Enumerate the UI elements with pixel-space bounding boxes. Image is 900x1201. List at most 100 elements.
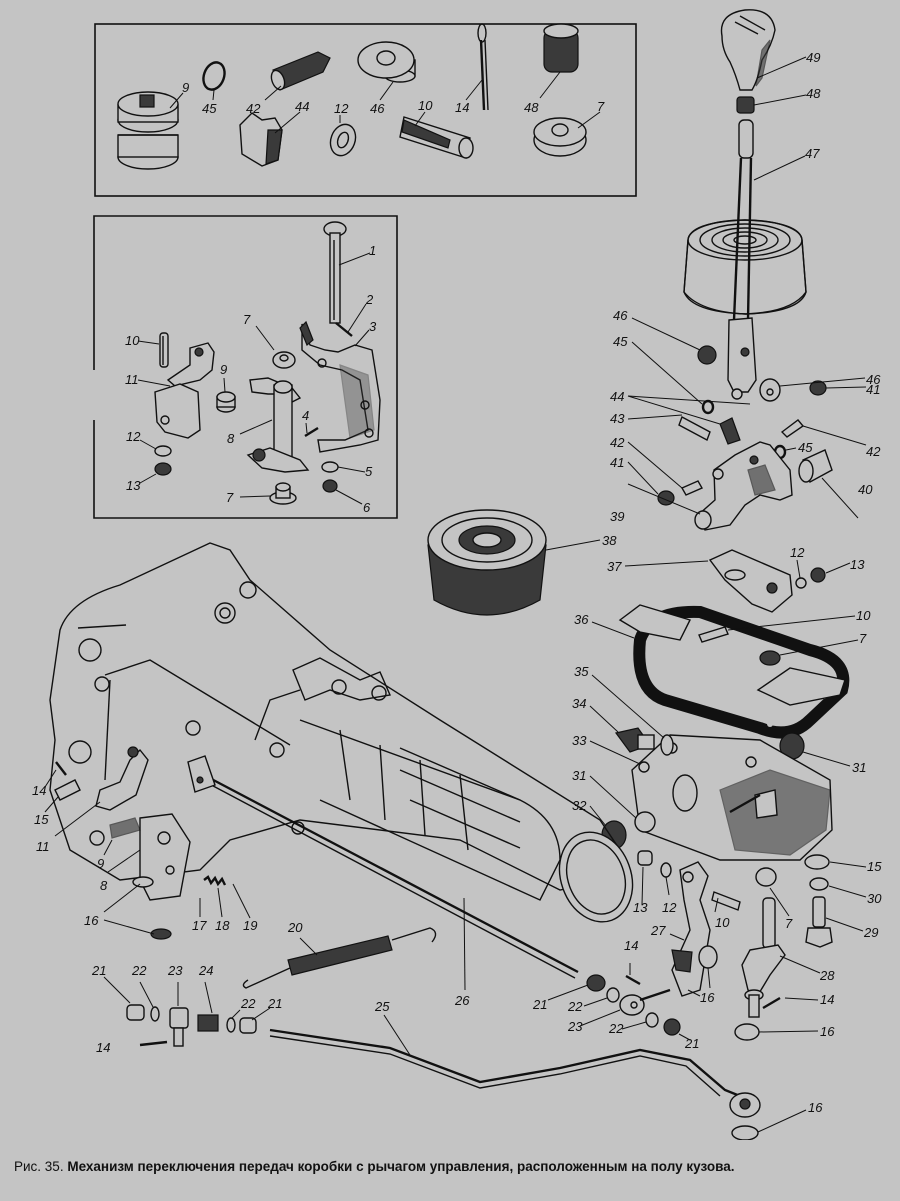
part-21-nut-rl-right — [663, 1018, 681, 1036]
part-46-flanged-bushing — [357, 41, 416, 83]
part-16-washer-right — [734, 1023, 760, 1041]
figure-caption: Рис. 35. Механизм переключения передач к… — [14, 1158, 894, 1176]
part-44-block-lever — [719, 417, 741, 445]
callout-44: 44 — [295, 99, 309, 114]
callout-15: 15 — [34, 812, 49, 827]
part-28-lever — [741, 897, 786, 1018]
inset-bracket-panel: 1 2 3 7 10 11 9 4 8 12 5 13 7 6 — [93, 215, 398, 519]
callout-42-lower: 42 — [610, 435, 625, 450]
callout-16-left: 16 — [84, 913, 99, 928]
part-7-flanged-nut — [533, 117, 587, 157]
callout-34: 34 — [572, 696, 586, 711]
part-14-cotter-far-right — [762, 996, 781, 1010]
callout-20: 20 — [287, 920, 303, 935]
part-38-rubber-seal: 38 — [427, 509, 617, 616]
callout-14-bottom: 14 — [96, 1040, 110, 1055]
part-43-pin — [678, 416, 711, 441]
part-16-washer-bottom — [731, 1125, 759, 1140]
callout-10-cover: 10 — [856, 608, 871, 623]
callout-44-lever: 44 — [610, 389, 624, 404]
callout-10-rl: 10 — [715, 915, 730, 930]
part-26-rod — [199, 771, 579, 974]
exploded-view-diagram: 9 45 42 44 12 46 10 14 48 7 — [32, 9, 882, 1140]
part-7-cover-nut — [759, 650, 781, 666]
callout-11-inset: 11 — [125, 372, 139, 387]
callout-21-rl-left: 21 — [532, 997, 547, 1012]
callout-7-rl: 7 — [785, 916, 793, 931]
callout-27: 27 — [650, 923, 666, 938]
callout-7: 7 — [597, 99, 605, 114]
callout-39: 39 — [610, 509, 624, 524]
part-42-pin-top — [780, 419, 805, 438]
callout-48-lever: 48 — [806, 86, 821, 101]
callout-29: 29 — [863, 925, 878, 940]
part-9-small-bushing — [216, 391, 236, 413]
callout-47: 47 — [805, 146, 820, 161]
part-16-washer-mid — [698, 945, 718, 969]
callout-40: 40 — [858, 482, 873, 497]
part-24-clip — [197, 1014, 219, 1032]
part-35-washer — [660, 734, 674, 756]
part-20-spring — [242, 927, 437, 989]
callout-7-top: 7 — [243, 312, 251, 327]
part-31-plug-left — [634, 811, 656, 833]
callout-12-cover: 12 — [790, 545, 805, 560]
callout-36: 36 — [574, 612, 589, 627]
part-8-lever — [246, 377, 310, 473]
callout-4: 4 — [302, 408, 309, 423]
callout-14-far-right: 14 — [820, 992, 834, 1007]
part-29-bolt — [805, 896, 833, 948]
part-18-spring — [203, 875, 227, 887]
part-22-washer-right — [226, 1017, 236, 1033]
callout-46: 46 — [370, 101, 385, 116]
inset-parts-panel: 9 45 42 44 12 46 10 14 48 7 — [94, 23, 637, 197]
callout-43: 43 — [610, 411, 625, 426]
gearbox-housing — [49, 542, 634, 979]
part-10-pin — [399, 116, 474, 159]
callout-11-main: 11 — [36, 839, 50, 854]
callout-33: 33 — [572, 733, 587, 748]
part-42-threaded-pin — [270, 51, 331, 91]
callout-12-rl: 12 — [662, 900, 677, 915]
part-22-washer-left — [150, 1006, 160, 1022]
inset-parts-frame — [94, 23, 637, 197]
lever-boot — [683, 219, 807, 315]
figure-label: Рис. 35. — [14, 1159, 64, 1174]
inset-bracket-frame — [93, 215, 398, 519]
part-10-small-pin — [159, 332, 169, 368]
cover-assembly: 37 12 13 36 10 7 35 34 33 31 31 32 — [572, 545, 871, 861]
callout-28: 28 — [819, 968, 835, 983]
callout-8-main: 8 — [100, 878, 108, 893]
part-45-ring — [202, 61, 226, 91]
part-7-washer-top — [272, 351, 296, 369]
part-49-knob — [720, 9, 776, 91]
part-21-nut-rl-left — [586, 974, 606, 992]
part-40-bushing — [798, 449, 833, 484]
callout-12-inset: 12 — [126, 429, 141, 444]
callout-23-rl: 23 — [567, 1019, 583, 1034]
part-11-lever — [154, 342, 215, 439]
callout-17: 17 — [192, 918, 207, 933]
callout-9: 9 — [182, 80, 189, 95]
part-42-pin-lower — [681, 480, 703, 496]
part-21-nut-left — [126, 1004, 145, 1021]
callout-23-left: 23 — [167, 963, 183, 978]
callout-10: 10 — [418, 98, 433, 113]
callout-35: 35 — [574, 664, 589, 679]
callout-8-inset: 8 — [227, 431, 235, 446]
part-15-pin — [54, 779, 81, 801]
part-22-washer-rl-left — [606, 987, 620, 1003]
callout-13-rl: 13 — [633, 900, 648, 915]
part-34-switch — [614, 727, 655, 753]
part-7-nut-bottom — [269, 482, 297, 505]
callout-1: 1 — [369, 243, 376, 258]
callout-46-right: 46 — [866, 372, 881, 387]
part-13-nut — [154, 462, 172, 476]
part-23-clevis-left — [169, 1007, 189, 1047]
part-37-bracket — [708, 549, 793, 613]
callout-22-rl-left: 22 — [567, 999, 583, 1014]
linkage-bottom: 20 26 21 22 23 24 22 21 14 25 — [91, 897, 761, 1140]
callout-31-left: 31 — [572, 768, 586, 783]
callout-10-inset: 10 — [125, 333, 140, 348]
callout-19: 19 — [243, 918, 257, 933]
